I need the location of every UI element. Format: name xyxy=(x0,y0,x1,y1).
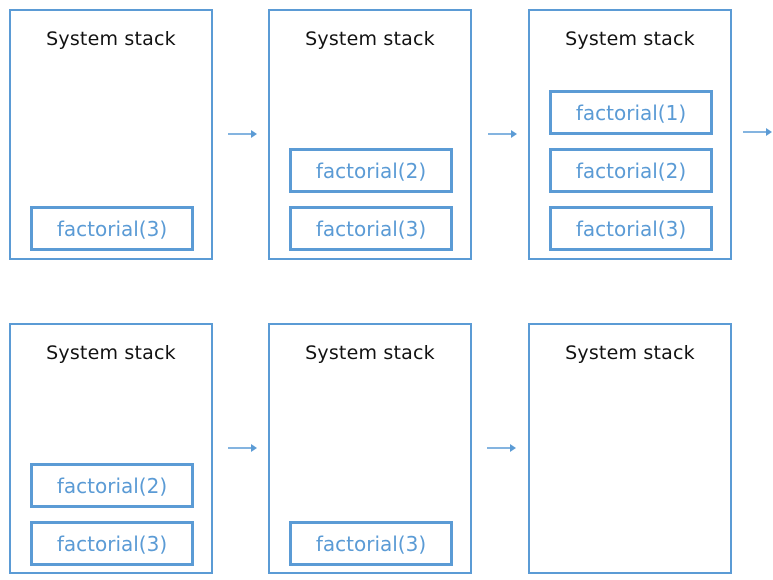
arrow-right-icon xyxy=(228,444,257,452)
stack-frame: factorial(2) xyxy=(549,148,713,193)
arrow-right-icon xyxy=(228,130,257,138)
stack-frame: factorial(3) xyxy=(30,206,194,251)
panel-title: System stack xyxy=(305,28,435,50)
stack-frame: factorial(3) xyxy=(549,206,713,251)
stack-frame: factorial(3) xyxy=(289,206,453,251)
stack-frame: factorial(1) xyxy=(549,90,713,135)
panel-title: System stack xyxy=(305,342,435,364)
stack-panel-1: System stack factorial(3) xyxy=(9,9,213,260)
stack-frame: factorial(2) xyxy=(30,463,194,508)
arrow-right-icon xyxy=(487,444,516,452)
stack-panel-6: System stack xyxy=(528,323,732,574)
stack-frame: factorial(3) xyxy=(289,521,453,566)
panel-title: System stack xyxy=(565,342,695,364)
arrow-right-icon xyxy=(743,128,772,136)
stack-panel-5: System stack factorial(3) xyxy=(268,323,472,574)
stack-panel-4: System stack factorial(2) factorial(3) xyxy=(9,323,213,574)
stack-panel-2: System stack factorial(2) factorial(3) xyxy=(268,9,472,260)
panel-title: System stack xyxy=(565,28,695,50)
stack-frame: factorial(3) xyxy=(30,521,194,566)
arrow-right-icon xyxy=(488,130,517,138)
panel-title: System stack xyxy=(46,28,176,50)
stack-frame: factorial(2) xyxy=(289,148,453,193)
panel-title: System stack xyxy=(46,342,176,364)
stack-panel-3: System stack factorial(1) factorial(2) f… xyxy=(528,9,732,260)
